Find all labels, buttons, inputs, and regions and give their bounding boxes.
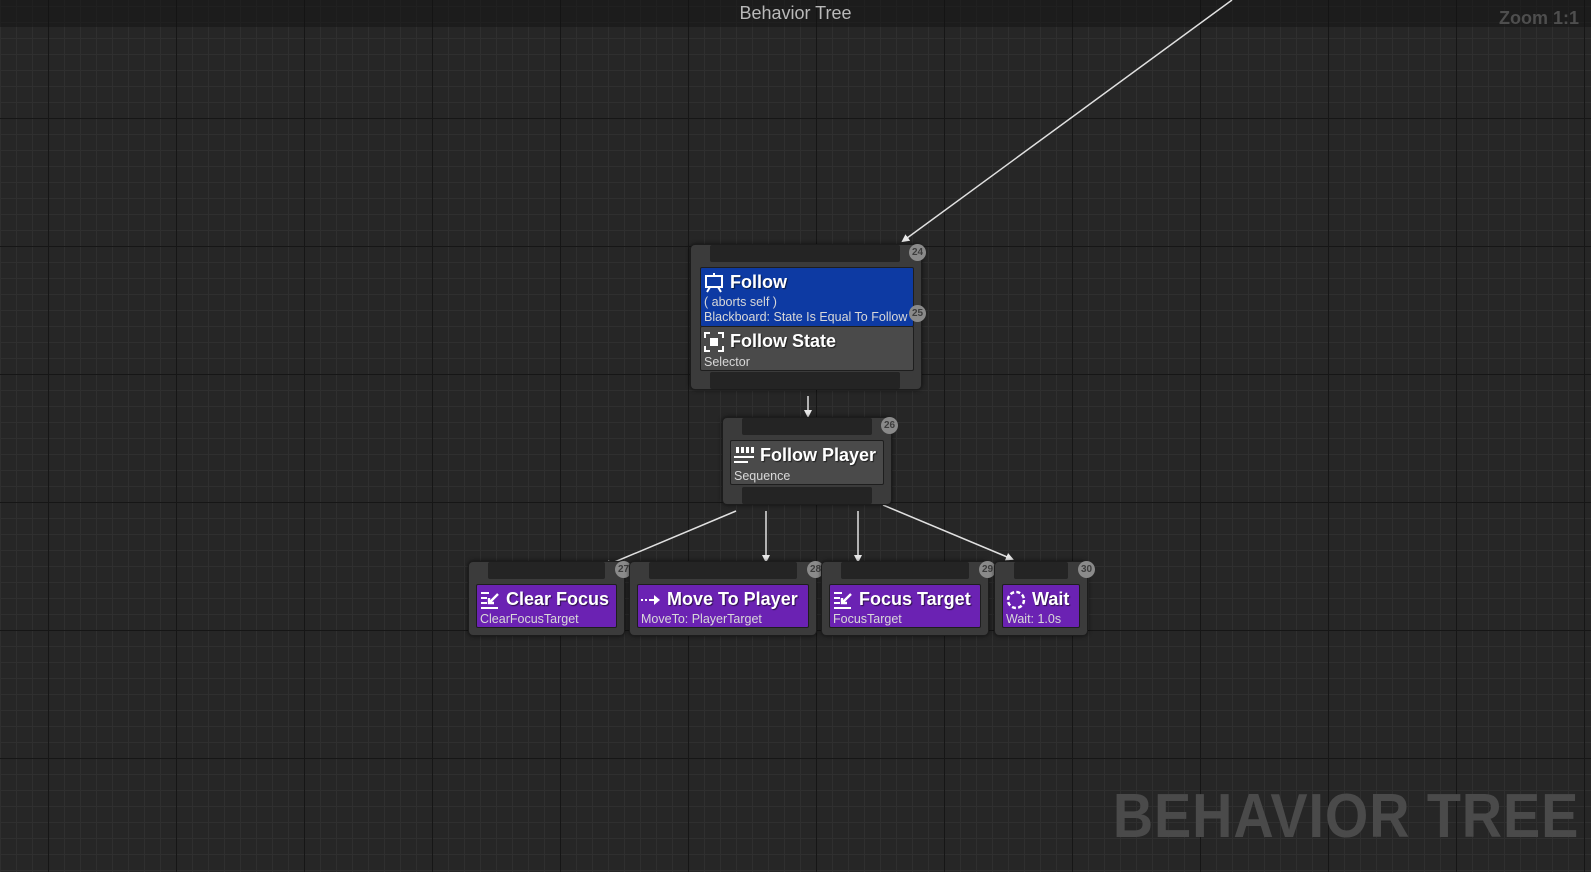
execution-index-badge: 30	[1078, 561, 1095, 578]
move-to-player-subtitle: MoveTo: PlayerTarget	[641, 612, 762, 626]
input-pin[interactable]	[710, 245, 900, 262]
follow-player-title: Follow Player	[760, 445, 877, 465]
input-pin[interactable]	[1014, 562, 1068, 579]
move-arrow-icon	[641, 590, 661, 610]
execution-index-badge: 27	[615, 561, 632, 578]
follow-decorator[interactable]: Follow ( aborts self ) Blackboard: State…	[700, 267, 914, 327]
execution-index-badge: 26	[881, 417, 898, 434]
input-pin[interactable]	[742, 418, 872, 435]
execution-index-badge: 28	[807, 561, 824, 578]
clear-focus-node[interactable]: Clear Focus ClearFocusTarget 27	[468, 561, 632, 636]
focus-target-subtitle: FocusTarget	[833, 612, 902, 626]
move-to-player-task[interactable]: Move To Player MoveTo: PlayerTarget	[637, 584, 809, 628]
output-pin[interactable]	[710, 372, 900, 389]
link-to-clear-focus	[603, 510, 737, 568]
blackboard-monitor-icon	[704, 272, 724, 293]
graph-title-bar: Behavior Tree	[0, 0, 1591, 27]
decorator-title: Follow	[730, 272, 787, 292]
link-to-wait	[882, 504, 1014, 561]
wait-task[interactable]: Wait Wait: 1.0s	[1002, 584, 1080, 628]
wait-clock-icon	[1006, 590, 1026, 610]
follow-state-subtitle: Selector	[704, 355, 750, 369]
follow-state-composite[interactable]: Follow State Selector	[700, 326, 914, 371]
selector-icon	[704, 331, 724, 352]
decorator-aborts: ( aborts self )	[704, 295, 777, 309]
sequence-icon	[734, 446, 754, 466]
task-focus-icon	[480, 590, 500, 610]
output-pin[interactable]	[742, 487, 872, 504]
input-pin[interactable]	[649, 562, 797, 579]
clear-focus-title: Clear Focus	[506, 589, 610, 609]
task-focus-icon	[833, 590, 853, 610]
follow-player-node[interactable]: Follow Player Sequence 26	[722, 417, 898, 505]
graph-watermark: BEHAVIOR TREE	[1112, 782, 1579, 851]
move-to-player-title: Move To Player	[667, 589, 798, 609]
link-root-to-follow-state	[901, 0, 1233, 243]
follow-player-subtitle: Sequence	[734, 469, 791, 483]
execution-index-badge: 29	[979, 561, 996, 578]
follow-state-node[interactable]: Follow ( aborts self ) Blackboard: State…	[690, 244, 926, 390]
clear-focus-task[interactable]: Clear Focus ClearFocusTarget	[476, 584, 617, 628]
focus-target-task[interactable]: Focus Target FocusTarget	[829, 584, 981, 628]
follow-state-title: Follow State	[730, 331, 837, 351]
follow-player-composite[interactable]: Follow Player Sequence	[730, 440, 884, 485]
decorator-index-badge: 25	[909, 305, 926, 322]
decorator-condition: Blackboard: State Is Equal To Follow	[704, 310, 908, 324]
wait-node[interactable]: Wait Wait: 1.0s 30	[994, 561, 1095, 636]
wait-subtitle: Wait: 1.0s	[1006, 612, 1062, 626]
input-pin[interactable]	[841, 562, 969, 579]
move-to-player-node[interactable]: Move To Player MoveTo: PlayerTarget 28	[629, 561, 824, 636]
zoom-level: Zoom 1:1	[1498, 8, 1579, 28]
clear-focus-subtitle: ClearFocusTarget	[480, 612, 579, 626]
focus-target-title: Focus Target	[859, 589, 971, 609]
execution-index-badge: 24	[909, 244, 926, 261]
focus-target-node[interactable]: Focus Target FocusTarget 29	[821, 561, 996, 636]
input-pin[interactable]	[488, 562, 605, 579]
wait-title: Wait	[1032, 589, 1070, 609]
graph-title: Behavior Tree	[739, 3, 852, 23]
